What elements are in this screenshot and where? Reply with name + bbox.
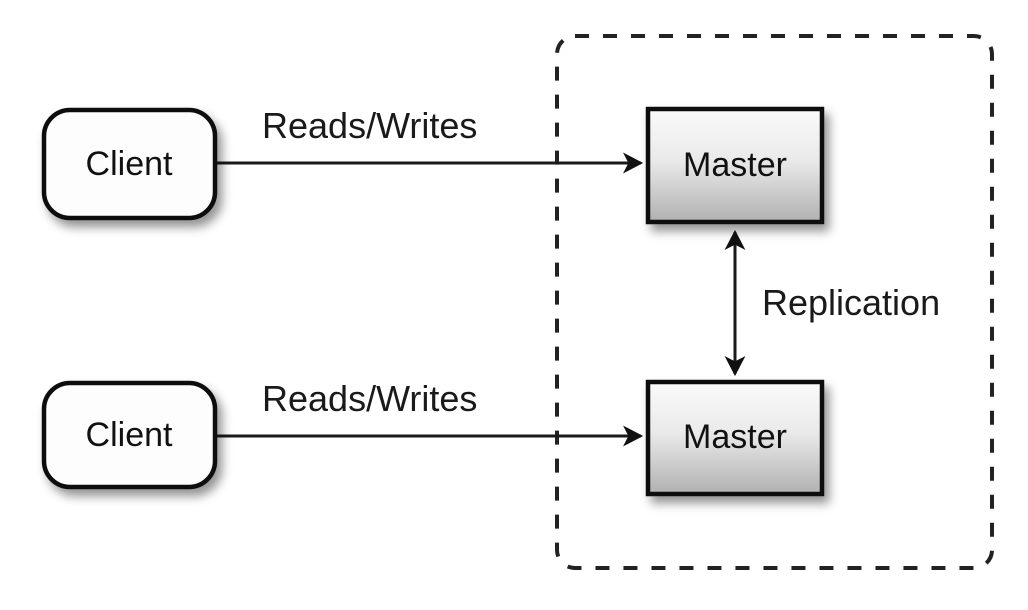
- node-master-bottom[interactable]: Master: [645, 379, 825, 497]
- node-client-top[interactable]: Client: [41, 107, 218, 221]
- node-client-bottom[interactable]: Client: [41, 380, 218, 490]
- edge-label-replication: Replication: [762, 282, 940, 323]
- master-top-label: Master: [683, 146, 787, 184]
- replication-group-boundary: [555, 34, 994, 570]
- edge-label-reads-writes-top: Reads/Writes: [262, 105, 477, 146]
- master-bottom-label: Master: [683, 418, 787, 456]
- master-bottom-box[interactable]: [645, 379, 825, 497]
- node-master-top[interactable]: Master: [645, 106, 825, 225]
- edge-client-top-master-top: Reads/Writes: [216, 105, 644, 174]
- client-bottom-label: Client: [86, 416, 173, 454]
- edge-master-replication: Replication: [724, 229, 940, 377]
- client-top-label: Client: [86, 145, 173, 183]
- edge-client-bottom-master-bottom: Reads/Writes: [216, 378, 644, 447]
- edge-label-reads-writes-bottom: Reads/Writes: [262, 378, 477, 419]
- client-bottom-box[interactable]: [41, 380, 218, 490]
- master-top-box[interactable]: [645, 106, 825, 225]
- client-top-box[interactable]: [41, 107, 218, 221]
